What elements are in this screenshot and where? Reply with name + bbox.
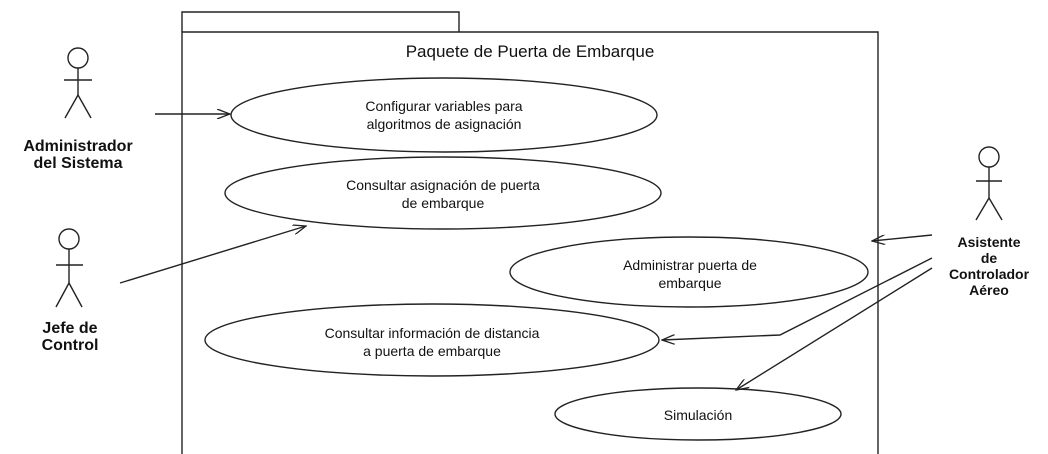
package-tab	[181, 11, 460, 32]
use-case-consultar-asignacion-label: Consultar asignación de puerta de embarq…	[346, 177, 540, 211]
use-case-simulacion-label: Simulación	[663, 407, 733, 423]
actor-jefe-label: Jefe de Control	[41, 320, 99, 354]
package-title: Paquete de Puerta de Embarque	[405, 42, 655, 61]
assoc-jefe-consultar-asignacion	[119, 226, 306, 284]
actor-admin-label: Administrador del Sistema	[23, 138, 133, 172]
actor-asistente-figure[interactable]	[975, 146, 1003, 221]
use-case-configurar-label: Configurar variables para algoritmos de …	[365, 98, 523, 132]
use-case-consultar-distancia-ellipse[interactable]	[204, 303, 660, 377]
assoc-asistente-consultar-distancia	[662, 257, 933, 340]
use-case-administrar-label: Administrar puerta de embarque	[623, 257, 757, 291]
use-case-administrar-ellipse[interactable]	[509, 236, 869, 308]
actor-jefe-figure[interactable]	[55, 228, 83, 308]
assoc-asistente-simulacion	[736, 267, 933, 390]
use-case-configurar-ellipse[interactable]	[230, 77, 658, 153]
actor-admin-figure[interactable]	[64, 47, 92, 119]
actor-asistente-label: Asistente de Controlador Aéreo	[948, 234, 1030, 298]
assoc-asistente-package	[872, 234, 933, 241]
use-case-consultar-distancia-label: Consultar información de distancia a pue…	[324, 325, 540, 359]
use-case-consultar-asignacion-ellipse[interactable]	[224, 156, 662, 230]
use-case-simulacion-ellipse[interactable]	[554, 387, 842, 441]
